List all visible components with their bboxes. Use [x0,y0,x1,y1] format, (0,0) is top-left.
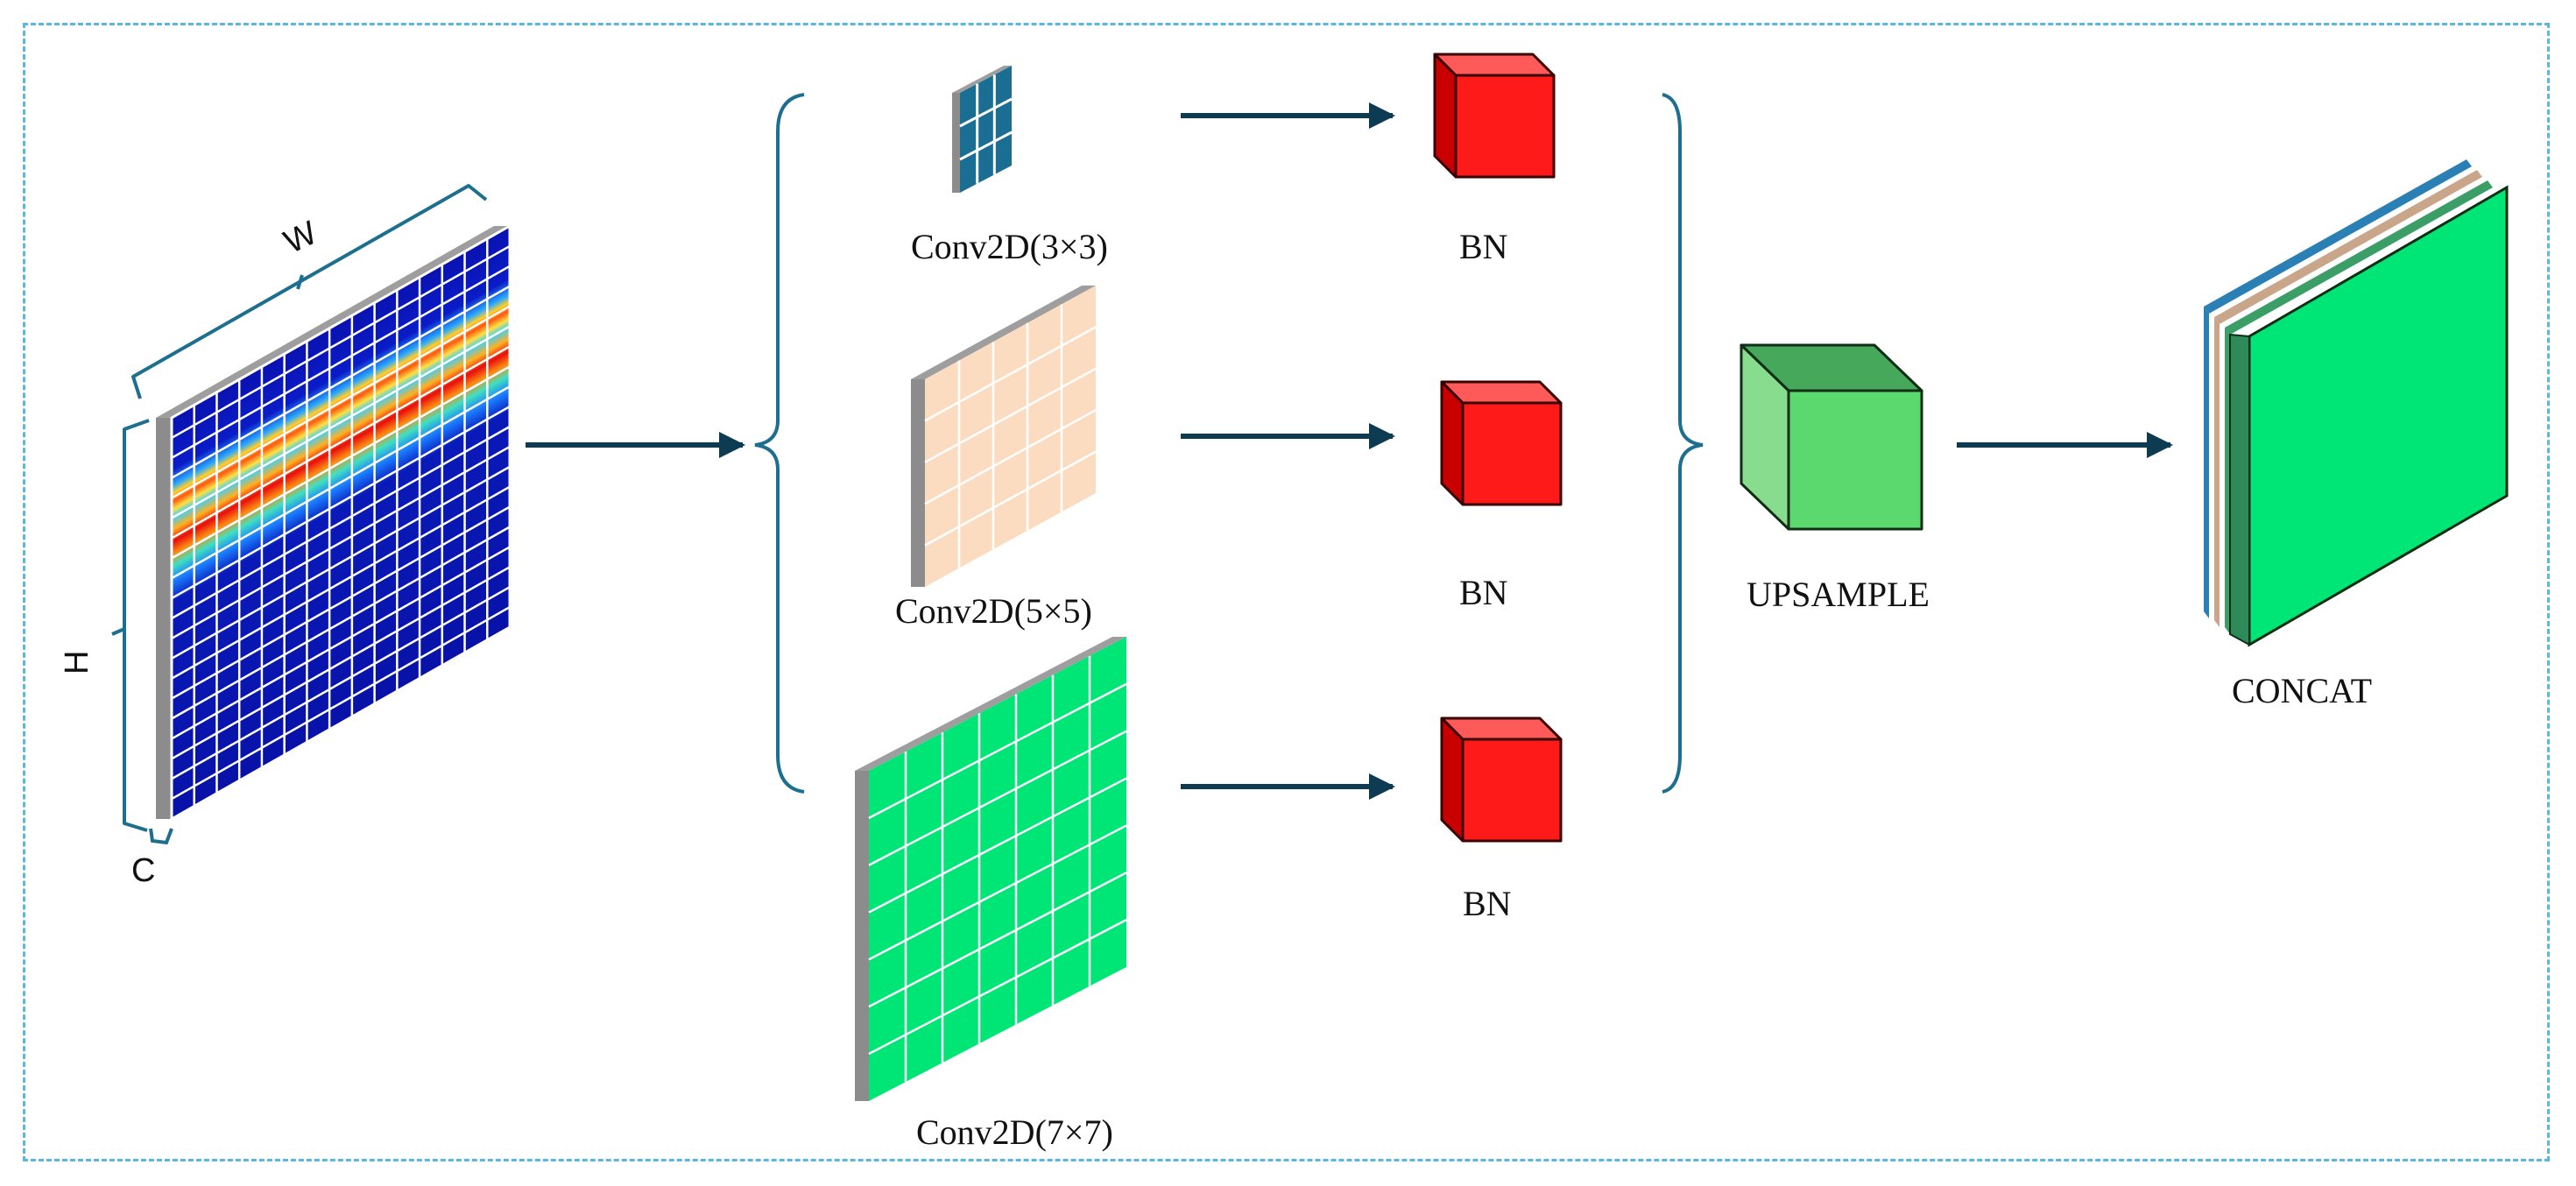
branches-close-brace [1662,93,1704,794]
input-feature-map [156,223,512,822]
branches-open-brace [754,93,805,794]
dim-c-label: C [131,852,155,889]
conv-3x3-label: Conv2D(3×3) [911,227,1108,266]
upsample-label: UPSAMPLE [1747,575,1930,614]
conv-5x5-label: Conv2D(5×5) [895,591,1092,631]
input-grid [171,238,511,807]
kernel-7x7 [855,637,1127,1101]
concat-layer-3 [2225,180,2493,634]
dim-w-bracket [131,184,488,399]
dim-h-bracket [111,419,150,832]
concat-layer-1 [2204,159,2472,618]
frame-border [23,23,2550,1161]
input-depth-side [156,418,172,819]
bn-label-3: BN [1463,884,1512,923]
bn-label-1: BN [1459,227,1508,266]
dim-c-bracket [149,828,173,845]
concat-stack [2204,159,2509,647]
concat-side-edge [2229,333,2250,646]
kernel-5x5 [911,286,1097,587]
dim-w-label: W [279,215,322,261]
bn-cube-3 [1440,717,1563,843]
concat-front-face [2248,185,2509,647]
dim-h-label: H [59,651,95,674]
bn-cube-1 [1433,53,1556,179]
concat-label: CONCAT [2232,671,2372,710]
kernel-3x3 [952,66,1013,193]
upsample-cube [1740,343,1923,531]
concat-layer-2 [2214,170,2482,627]
bn-label-2: BN [1459,573,1508,612]
bn-cube-2 [1440,380,1563,506]
input-depth-top [156,226,510,418]
conv-7x7-label: Conv2D(7×7) [916,1112,1113,1152]
